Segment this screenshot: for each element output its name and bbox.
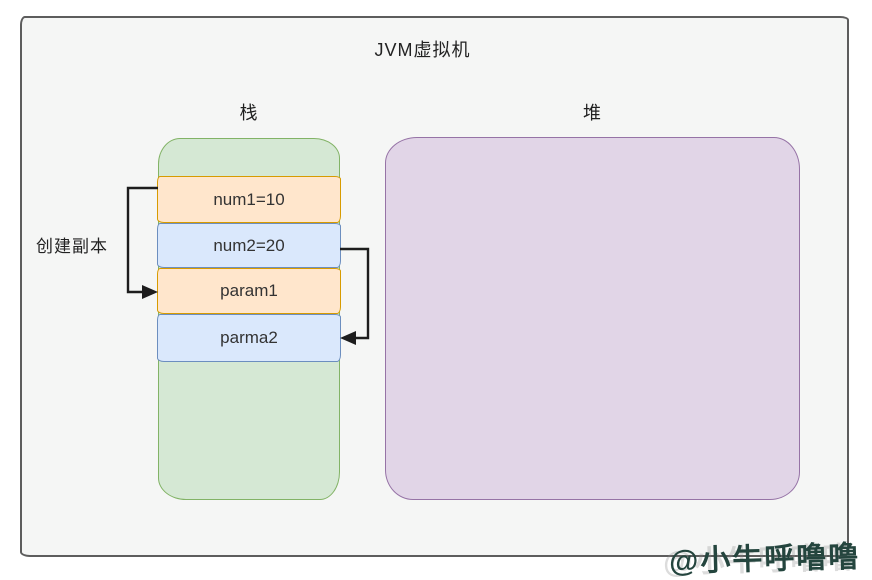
watermark: @小牛呼噜噜 (668, 540, 861, 579)
stack-frame-num2-label: num2=20 (213, 235, 285, 255)
stack-frame-num2: num2=20 (157, 223, 341, 268)
heap-label: 堆 (583, 103, 602, 123)
heap-region (385, 137, 800, 500)
create-copy-annotation: 创建副本 (36, 237, 108, 256)
stack-label: 栈 (239, 103, 259, 123)
stack-frame-param1: param1 (157, 268, 341, 314)
stack-frame-parma2: parma2 (157, 314, 341, 362)
stack-frame-parma2-label: parma2 (220, 328, 278, 347)
diagram-title: JVM虚拟机 (374, 40, 471, 60)
stack-frame-param1-label: param1 (220, 281, 278, 300)
stack-frame-num1: num1=10 (157, 176, 341, 223)
stack-frame-num1-label: num1=10 (213, 189, 285, 209)
